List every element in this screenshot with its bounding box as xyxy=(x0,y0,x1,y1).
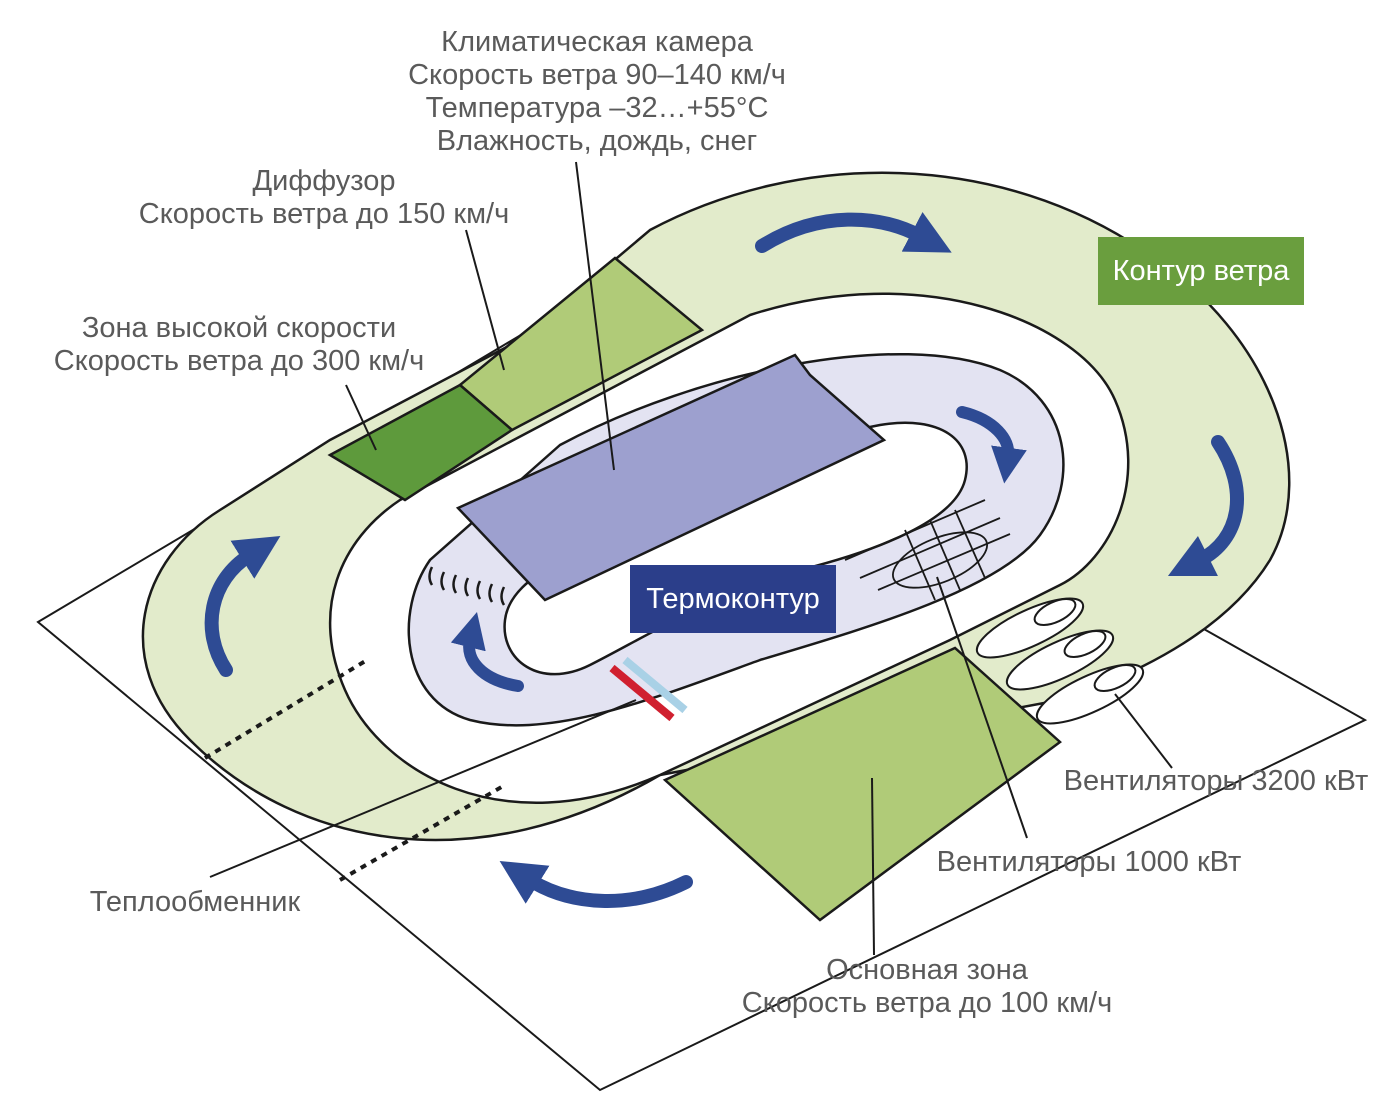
fans-3200 xyxy=(975,597,1145,725)
svg-text:Влажность, дождь, снег: Влажность, дождь, снег xyxy=(437,125,757,157)
thermal-arrow-right xyxy=(956,406,1027,484)
climate-chamber-label: Климатическая камера Скорость ветра 90–1… xyxy=(408,26,786,157)
svg-text:Температура –32…+55°С: Температура –32…+55°С xyxy=(426,92,769,124)
main-zone xyxy=(662,646,1062,922)
wind-arrow-bottom xyxy=(499,861,693,908)
wind-arrow-left xyxy=(204,535,281,677)
high-speed-zone-label: Зона высокой скорости Скорость ветра до … xyxy=(54,312,424,377)
wind-arrow-right xyxy=(1167,435,1244,577)
high-speed-zone xyxy=(327,383,515,502)
leader-lines xyxy=(209,161,1173,956)
fans-1000-label: Вентиляторы 1000 кВт xyxy=(937,846,1242,878)
svg-text:Зона высокой скорости: Зона высокой скорости xyxy=(82,312,396,344)
thermal-arrow-left xyxy=(450,612,524,692)
thermal-circuit-box xyxy=(630,565,836,633)
svg-text:Скорость ветра до 150 км/ч: Скорость ветра до 150 км/ч xyxy=(139,198,509,230)
dotted-divider-bottom xyxy=(339,783,506,882)
svg-text:Скорость ветра до 100 км/ч: Скорость ветра до 100 км/ч xyxy=(742,987,1112,1019)
diffuser-label: Диффузор Скорость ветра до 150 км/ч xyxy=(139,165,509,230)
thermal-circuit-label: Термоконтур xyxy=(646,583,819,615)
heat-exchanger-label: Теплообменник xyxy=(90,886,301,918)
heat-exchanger-blue-stripe xyxy=(622,656,688,714)
flow-arrows xyxy=(204,212,1244,908)
guide-vanes xyxy=(428,566,506,606)
fans-1000-grid xyxy=(844,499,1011,601)
svg-text:Основная зона: Основная зона xyxy=(826,954,1029,986)
fans-3200-label: Вентиляторы 3200 кВт xyxy=(1064,765,1369,797)
thermal-arrows xyxy=(450,406,1027,692)
svg-text:Диффузор: Диффузор xyxy=(253,165,396,197)
svg-text:Скорость ветра до 300 км/ч: Скорость ветра до 300 км/ч xyxy=(54,345,424,377)
wind-circuit-box xyxy=(1098,237,1304,305)
wind-circuit-label: Контур ветра xyxy=(1113,255,1291,287)
main-zone-label: Основная зона Скорость ветра до 100 км/ч xyxy=(742,954,1112,1019)
dotted-divider-left xyxy=(203,658,369,760)
heat-exchanger-red-stripe xyxy=(609,664,675,722)
svg-text:Скорость ветра 90–140 км/ч: Скорость ветра 90–140 км/ч xyxy=(408,59,786,91)
svg-text:Климатическая камера: Климатическая камера xyxy=(441,26,754,58)
climate-chamber xyxy=(455,353,887,602)
wind-arrow-top xyxy=(755,212,952,253)
